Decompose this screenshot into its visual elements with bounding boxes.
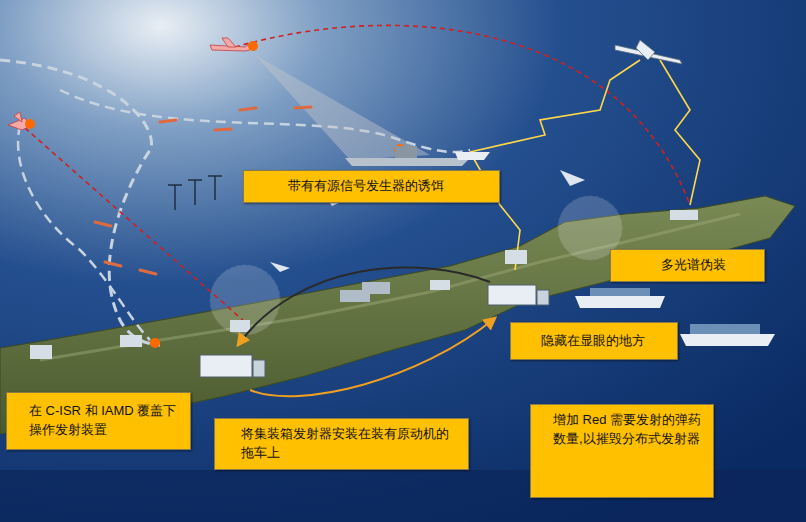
launcher-trucks xyxy=(30,250,549,377)
callout-text: 将集装箱发射器安装在装有原动机的拖车上 xyxy=(241,425,458,463)
sensor-cone xyxy=(255,55,430,160)
relocation-arrow xyxy=(238,267,490,345)
callout-box: 增加 Red 需要发射的弹药数量,以摧毁分布式发射器 xyxy=(530,404,714,498)
wind-turbines xyxy=(168,176,222,210)
explosion xyxy=(150,338,160,348)
callout-text: 增加 Red 需要发射的弹药数量,以摧毁分布式发射器 xyxy=(553,411,703,449)
callout-text: 多光谱伪装 xyxy=(661,256,726,275)
relocation-arrow xyxy=(250,318,495,396)
missile-track xyxy=(235,25,690,205)
explosion xyxy=(25,119,35,129)
data-link xyxy=(470,60,640,152)
explosion xyxy=(248,41,258,51)
callout-box: 隐藏在显眼的地方 xyxy=(510,322,678,360)
enemy-aircraft xyxy=(8,38,252,130)
callout-box: 带有有源信号发生器的诱饵 xyxy=(243,170,500,203)
coverage xyxy=(210,265,280,335)
flight-path xyxy=(60,90,470,152)
flight-path xyxy=(18,125,150,340)
callout-box: 在 C-ISR 和 IAMD 覆盖下操作发射装置 xyxy=(6,392,191,450)
missile-track xyxy=(25,128,245,322)
callout-text: 带有有源信号发生器的诱饵 xyxy=(288,177,444,196)
callout-box: 多光谱伪装 xyxy=(610,249,765,282)
friendly-uav xyxy=(615,40,682,64)
data-link xyxy=(660,60,700,205)
callout-text: 隐藏在显眼的地方 xyxy=(541,332,645,351)
callout-text: 在 C-ISR 和 IAMD 覆盖下操作发射装置 xyxy=(29,402,180,440)
ridge xyxy=(40,214,740,360)
flight-path xyxy=(0,60,160,345)
decoy-aircraft xyxy=(270,170,585,272)
callout-box: 将集装箱发射器安装在装有原动机的拖车上 xyxy=(214,418,469,470)
